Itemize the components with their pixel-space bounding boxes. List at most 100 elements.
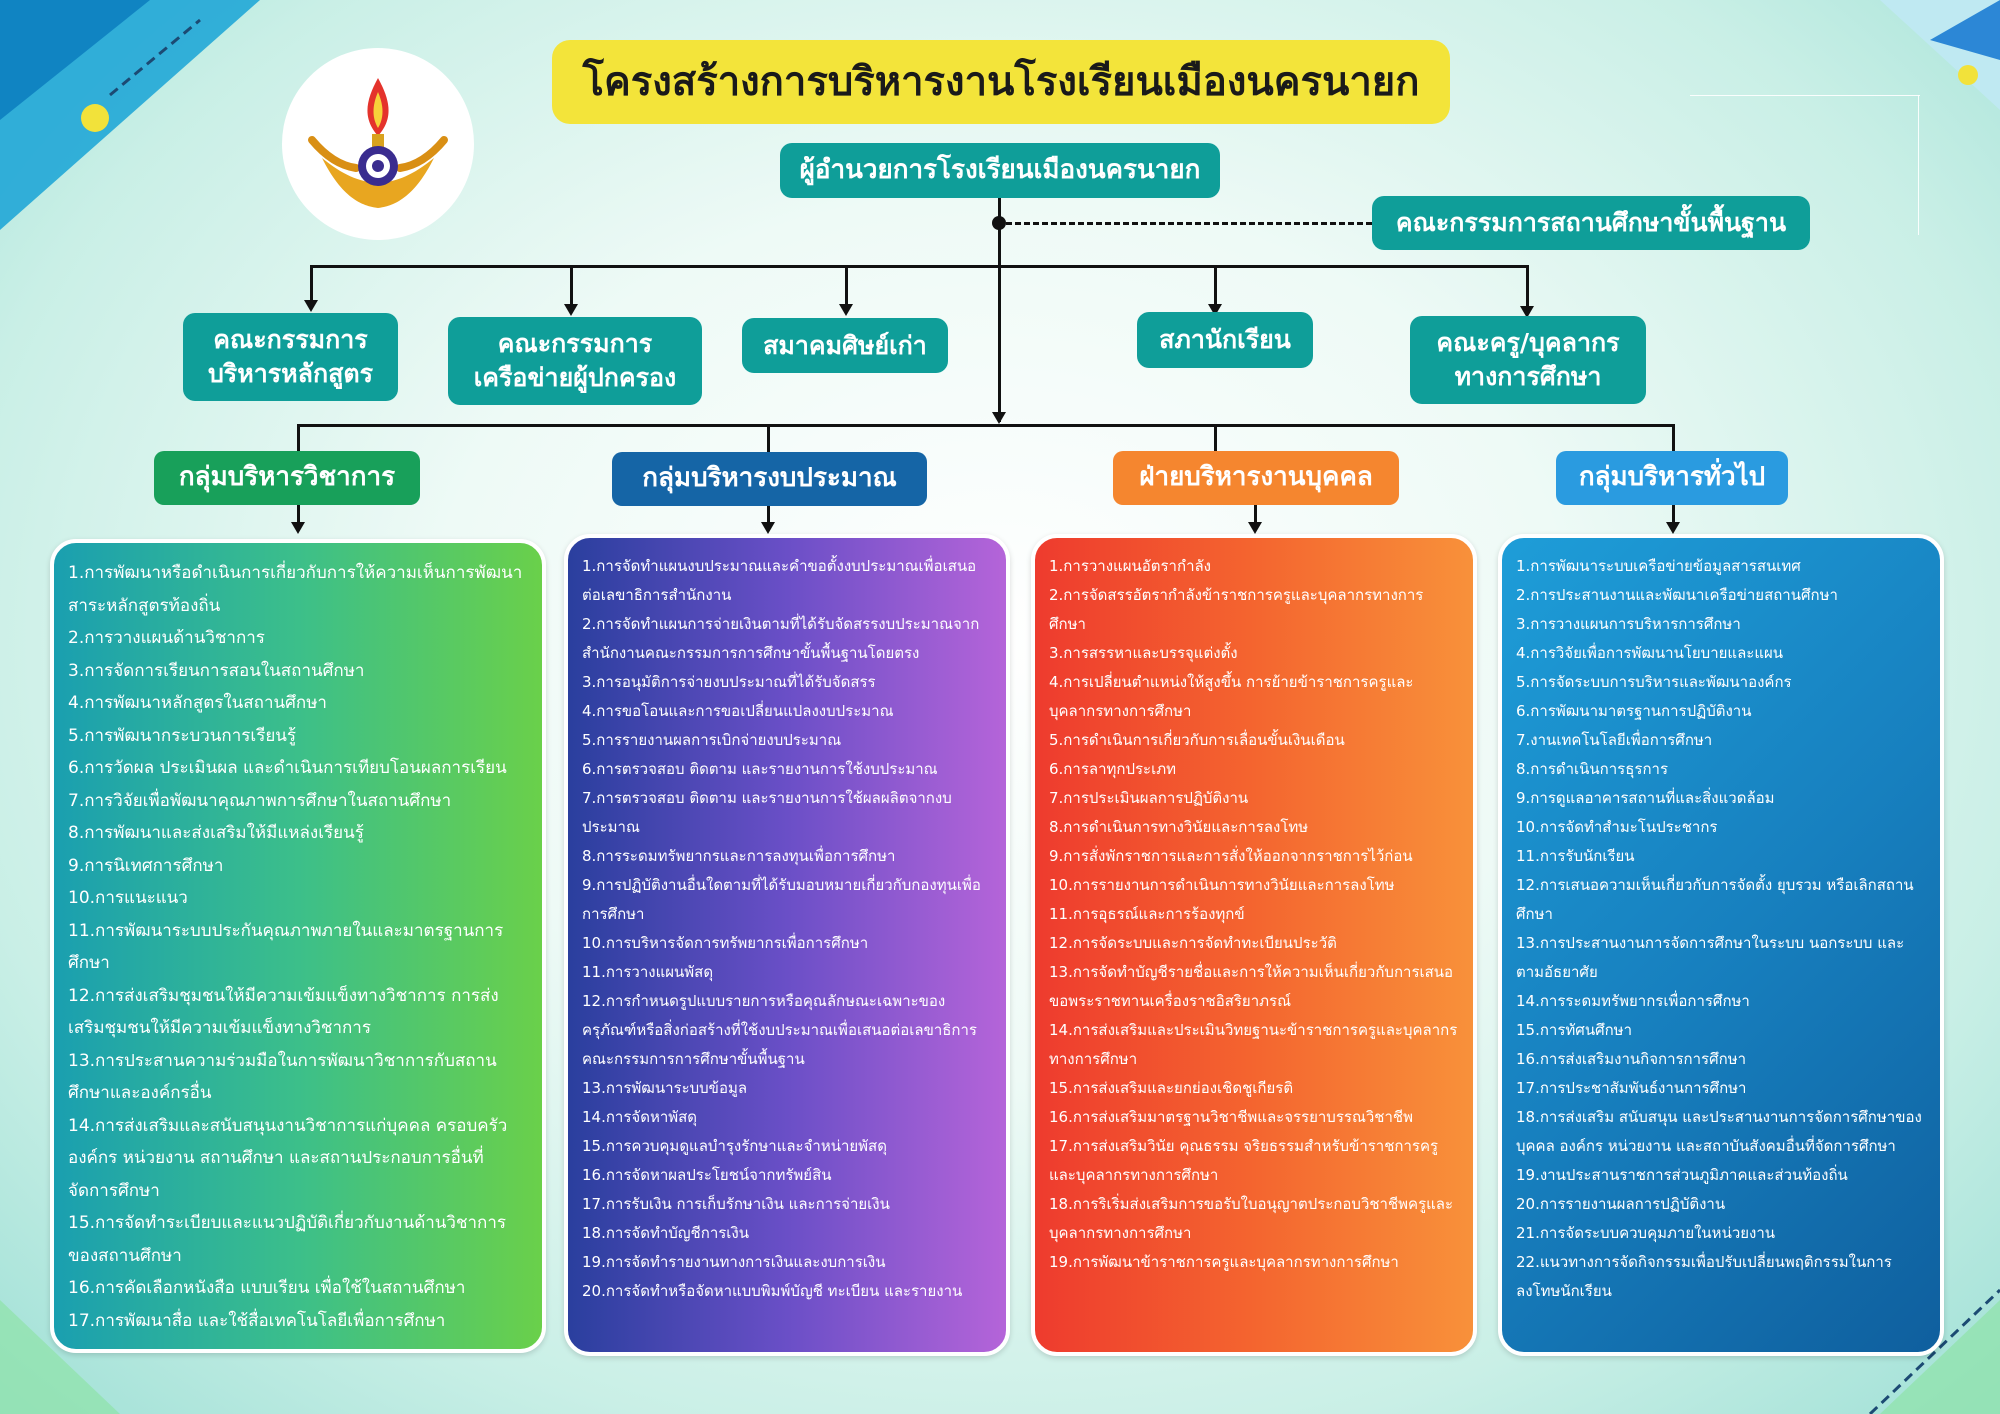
task-item: 2.การจัดสรรอัตรากำลังข้าราชการครูและบุคล… [1049,586,1424,633]
committee-line: คณะกรรมการ [497,329,653,359]
task-item: 4.การพัฒนาหลักสูตรในสถานศึกษา [68,693,327,713]
arrow-2 [564,304,578,316]
task-list: 1.การพัฒนาระบบเครือข่ายข้อมูลสารสนเทศ 2.ก… [1516,552,1926,1306]
task-item: 17.การรับเงิน การเก็บรักษาเงิน และการจ่า… [582,1195,890,1213]
task-item: 8.การดำเนินการทางวินัยและการลงโทษ [1049,818,1309,836]
panel-budget: 1.การจัดทำแผนงบประมาณและคำขอตั้งงบประมาณ… [564,534,1010,1356]
task-item: 15.การจัดทำระเบียบและแนวปฏิบัติเกี่ยวกับ… [68,1213,507,1266]
committee-parents-network: คณะกรรมการ เครือข่ายผู้ปกครอง [448,317,702,405]
arrow-trunk [992,412,1006,424]
task-item: 3.การวางแผนการบริหารการศึกษา [1516,615,1741,633]
task-item: 18.การริเริ่มส่งเสริมการขอรับใบอนุญาตประ… [1049,1195,1454,1242]
task-item: 12.การกำหนดรูปแบบรายการหรือคุณลักษณะเฉพา… [582,992,977,1068]
connector-group-2 [767,424,770,454]
connector-drop-1 [310,265,313,301]
panel-academic: 1.การพัฒนาหรือดำเนินการเกี่ยวกับการให้คว… [50,539,546,1353]
group-header-personnel: ฝ่ายบริหารงานบุคคล [1113,451,1399,505]
task-item: 16.การส่งเสริมมาตรฐานวิชาชีพและจรรยาบรรณ… [1049,1108,1413,1126]
task-item: 11.การวางแผนพัสดุ [582,963,714,981]
connector-drop-4 [1214,265,1217,305]
committee-line: คณะกรรมการ [213,325,368,355]
connector-group-bar [297,424,1675,427]
connector-panel-2 [767,504,770,522]
arrow-3 [839,304,853,316]
committee-line: สภานักเรียน [1159,325,1291,355]
task-item: 4.การขอโอนและการขอเปลี่ยนแปลงงบประมาณ [582,702,894,720]
board-box: คณะกรรมการสถานศึกษาขั้นพื้นฐาน [1372,196,1810,250]
task-item: 12.การส่งเสริมชุมชนให้มีความเข้มแข็งทางว… [68,985,499,1039]
arrow-panel-3 [1248,522,1262,534]
arrow-panel-2 [761,522,775,534]
committee-line: บริหารหลักสูตร [207,359,374,388]
group-header-general: กลุ่มบริหารทั่วไป [1556,451,1788,505]
task-item: 1.การพัฒนาระบบเครือข่ายข้อมูลสารสนเทศ [1516,557,1801,575]
task-item: 16.การส่งเสริมงานกิจการการศึกษา [1516,1050,1747,1068]
task-item: 10.การแนะแนว [68,888,188,908]
task-item: 4.การเปลี่ยนตำแหน่งให้สูงขึ้น การย้ายข้า… [1049,673,1414,720]
group-header-budget: กลุ่มบริหารงบประมาณ [612,452,927,506]
committee-line: ทางการศึกษา [1454,362,1602,391]
task-item: 2.การจัดทำแผนการจ่ายเงินตามที่ได้รับจัดส… [582,615,980,662]
task-item: 20.การรายงานผลการปฏิบัติงาน [1516,1195,1726,1213]
task-item: 10.การจัดทำสำมะโนประชากร [1516,818,1718,836]
task-item: 6.การวัดผล ประเมินผล และดำเนินการเทียบโอ… [68,758,507,778]
task-item: 2.การประสานงานและพัฒนาเครือข่ายสถานศึกษา [1516,586,1838,604]
task-item: 1.การพัฒนาหรือดำเนินการเกี่ยวกับการให้คว… [68,563,523,616]
task-item: 6.การลาทุกประเภท [1049,760,1176,778]
task-list: 1.การจัดทำแผนงบประมาณและคำขอตั้งงบประมาณ… [582,552,992,1306]
connector-drop-2 [570,265,573,305]
task-item: 14.การส่งเสริมและประเมินวิทยฐานะข้าราชกา… [1049,1021,1458,1068]
task-item: 9.การปฏิบัติงานอื่นใดตามที่ได้รับมอบหมาย… [582,876,981,923]
task-item: 18.การส่งเสริม สนับสนุน และประสานงานการจ… [1516,1108,1922,1155]
task-item: 1.การจัดทำแผนงบประมาณและคำขอตั้งงบประมาณ… [582,557,977,604]
connector-group-1 [297,424,300,454]
task-item: 4.การวิจัยเพื่อการพัฒนานโยบายและแผน [1516,644,1784,662]
task-item: 8.การพัฒนาและส่งเสริมให้มีแหล่งเรียนรู้ [68,823,364,843]
task-item: 13.การพัฒนาระบบข้อมูล [582,1079,748,1097]
task-list: 1.การวางแผนอัตรากำลัง 2.การจัดสรรอัตรากำล… [1049,552,1459,1277]
task-item: 20.การจัดทำหรือจัดหาแบบพิมพ์บัญชี ทะเบีย… [582,1282,963,1300]
task-item: 1.การวางแผนอัตรากำลัง [1049,557,1212,575]
task-item: 8.การดำเนินการธุรการ [1516,760,1669,778]
task-item: 2.การวางแผนด้านวิชาการ [68,628,265,648]
task-item: 10.การรายงานการดำเนินการทางวินัยและการลง… [1049,876,1395,894]
task-item: 19.งานประสานราชการส่วนภูมิภาคและส่วนท้อง… [1516,1166,1848,1184]
arrow-panel-4 [1666,522,1680,534]
task-item: 16.การคัดเลือกหนังสือ แบบเรียน เพื่อใช้ใ… [68,1278,466,1298]
task-item: 6.การพัฒนามาตรฐานการปฏิบัติงาน [1516,702,1752,720]
board-dashed-connector [1006,222,1372,225]
committee-alumni: สมาคมศิษย์เก่า [742,318,948,373]
page-title: โครงสร้างการบริหารงานโรงเรียนเมืองนครนาย… [552,40,1450,124]
task-item: 14.การจัดหาพัสดุ [582,1108,698,1126]
task-item: 17.การประชาสัมพันธ์งานการศึกษา [1516,1079,1747,1097]
committee-student-council: สภานักเรียน [1137,312,1313,368]
director-box: ผู้อำนวยการโรงเรียนเมืองนครนายก [780,143,1220,198]
arrow-5 [1520,306,1534,318]
task-item: 7.การวิจัยเพื่อพัฒนาคุณภาพการศึกษาในสถาน… [68,790,452,811]
school-logo [282,48,474,240]
task-item: 15.การทัศนศึกษา [1516,1021,1632,1039]
arrow-panel-1 [291,522,305,534]
connector-trunk [998,198,1001,422]
task-item: 3.การจัดการเรียนการสอนในสถานศึกษา [68,660,365,681]
connector-panel-4 [1672,504,1675,522]
committee-line: คณะครู/บุคลากร [1436,328,1620,358]
task-item: 15.การส่งเสริมและยกย่องเชิดชูเกียรติ [1049,1079,1294,1097]
connector-panel-3 [1254,504,1257,522]
task-item: 18.การจัดทำบัญชีการเงิน [582,1224,750,1242]
task-item: 12.การเสนอความเห็นเกี่ยวกับการจัดตั้ง ยุ… [1516,876,1914,923]
task-item: 19.การพัฒนาข้าราชการครูและบุคลากรทางการศ… [1049,1253,1399,1271]
arrow-1 [304,300,318,312]
connector-group-3 [1214,424,1217,454]
task-item: 10.การบริหารจัดการทรัพยากรเพื่อการศึกษา [582,934,869,952]
task-item: 21.การจัดระบบควบคุมภายในหน่วยงาน [1516,1224,1776,1242]
task-item: 13.การประสานงานการจัดการศึกษาในระบบ นอกร… [1516,934,1905,981]
task-item: 9.การดูแลอาคารสถานที่และสิ่งแวดล้อม [1516,789,1775,807]
committee-line: สมาคมศิษย์เก่า [763,330,927,360]
task-item: 11.การรับนักเรียน [1516,847,1635,865]
task-item: 5.การจัดระบบการบริหารและพัฒนาองค์กร [1516,673,1792,691]
task-item: 22.แนวทางการจัดกิจกรรมเพื่อปรับเปลี่ยนพฤ… [1516,1253,1892,1300]
task-list: 1.การพัฒนาหรือดำเนินการเกี่ยวกับการให้คว… [68,557,528,1337]
task-item: 9.การสั่งพักราชการและการสั่งให้ออกจากราช… [1049,847,1413,865]
